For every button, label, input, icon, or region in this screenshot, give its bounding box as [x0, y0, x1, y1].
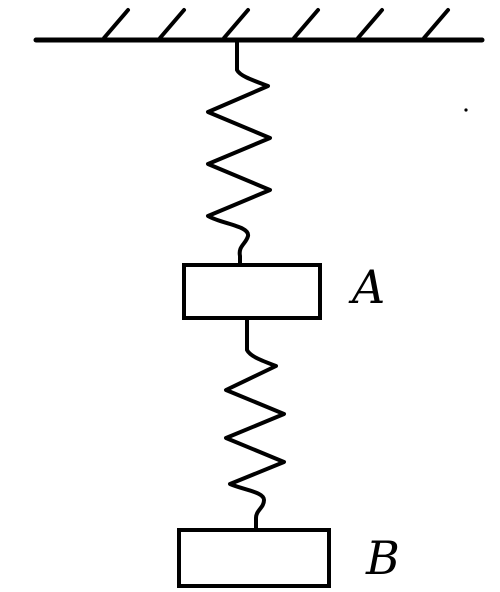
hatch-mark: [102, 8, 130, 40]
hatch-mark: [158, 8, 186, 40]
hatch-mark: [422, 8, 450, 40]
ceiling-hatching: [102, 8, 450, 40]
block-b: [177, 528, 331, 588]
lower-spring: [224, 318, 286, 532]
hatch-mark: [356, 8, 384, 40]
block-a-label: A: [348, 260, 385, 314]
ceiling-support: [33, 8, 485, 43]
hatch-mark: [222, 8, 250, 40]
upper-spring: [206, 38, 272, 266]
hatch-mark: [292, 8, 320, 40]
scan-speck: [464, 108, 468, 112]
block-b-label: B: [365, 531, 400, 585]
block-a: [182, 263, 322, 320]
